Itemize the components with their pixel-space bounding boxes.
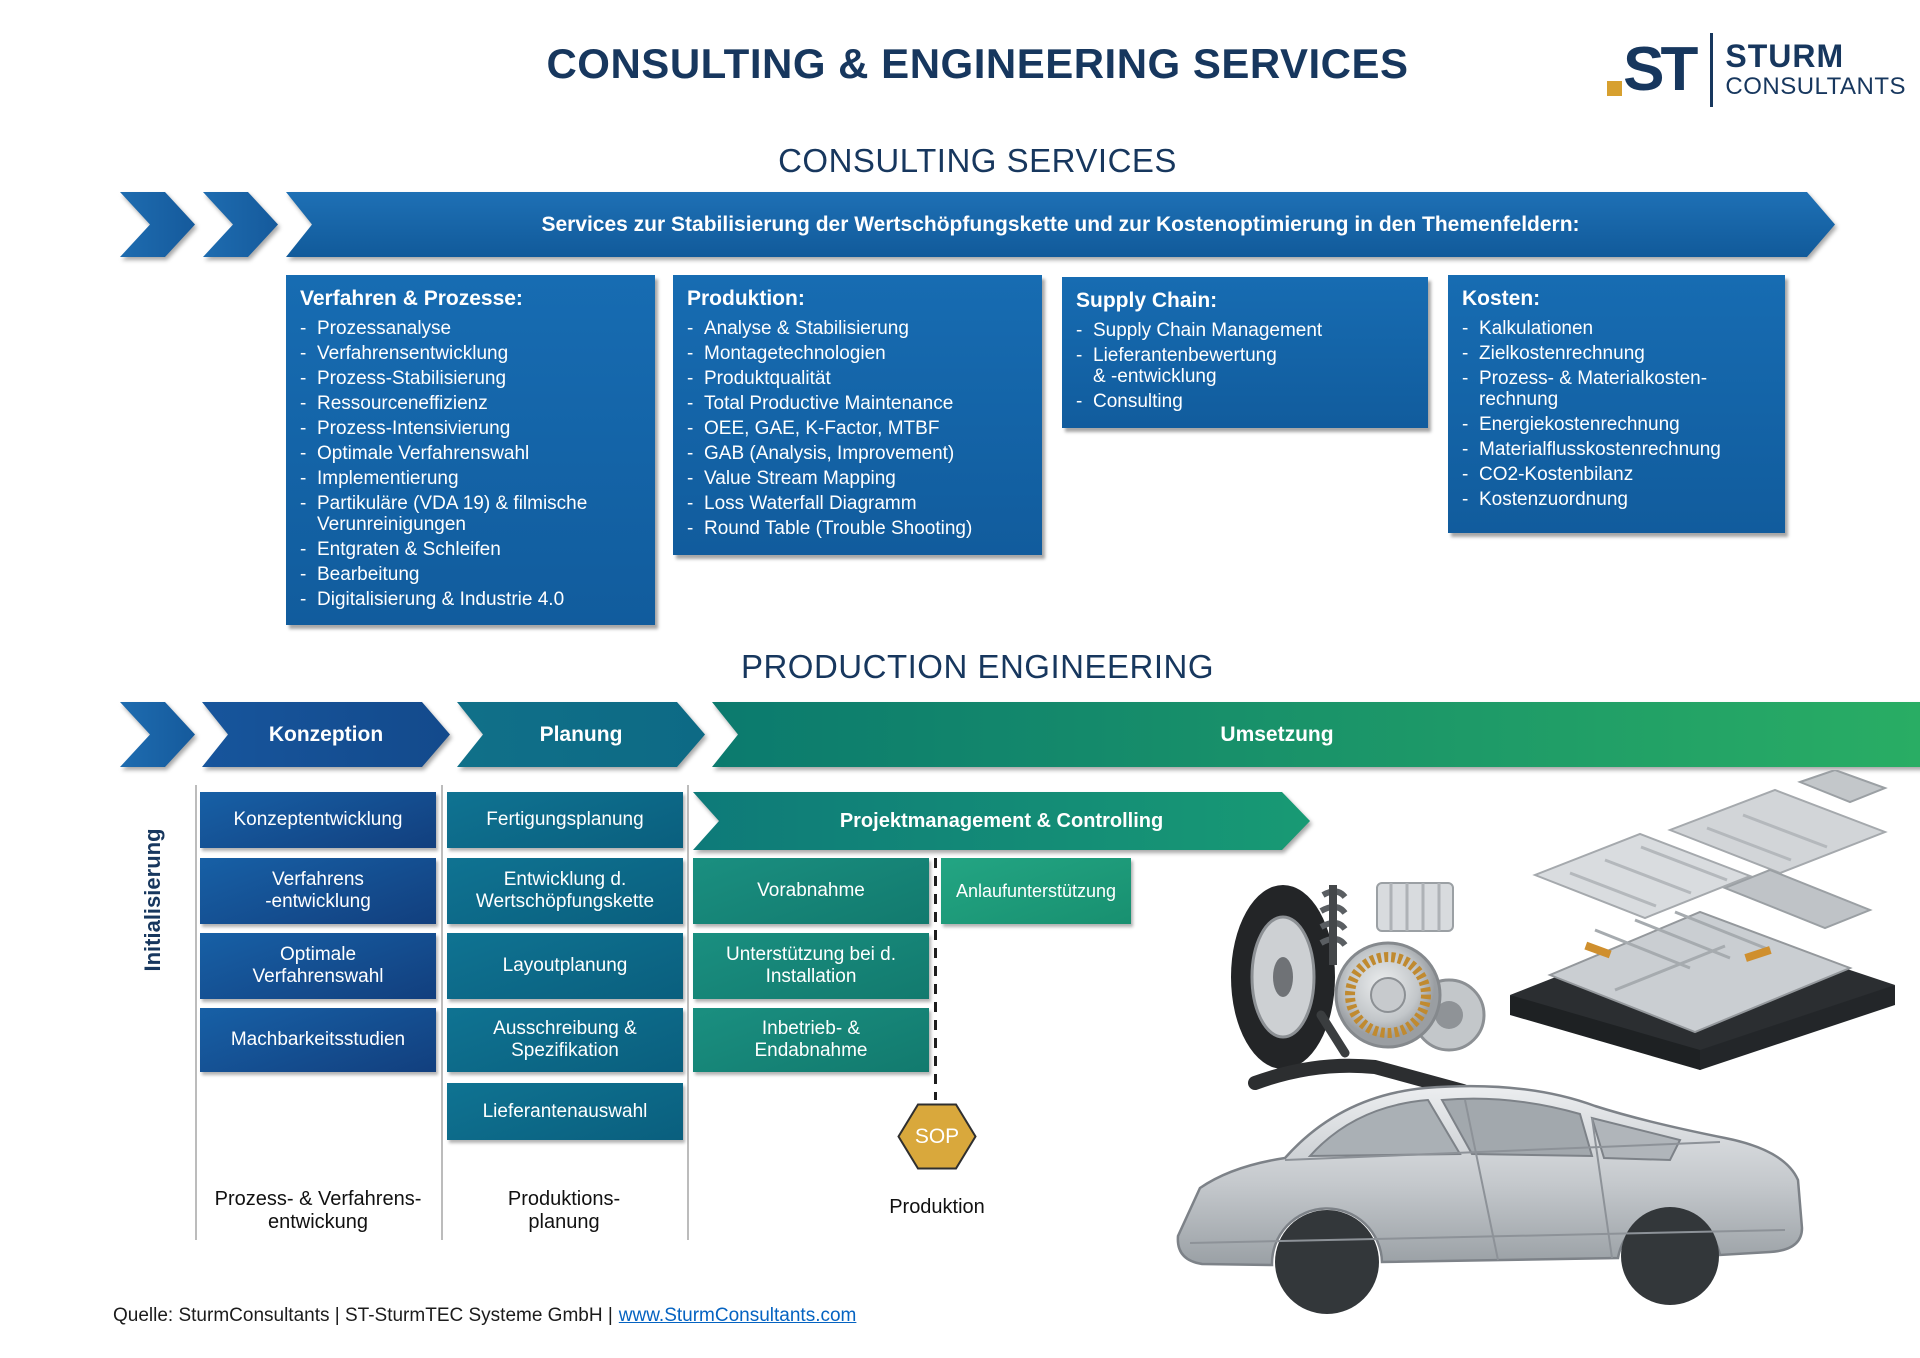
phase-label: Umsetzung: [1220, 722, 1334, 746]
list-item: CO2-Kostenbilanz: [1462, 464, 1771, 485]
konzeption-box: Machbarkeitsstudien: [200, 1008, 436, 1072]
bottom-label-produktion: Produktion: [889, 1196, 985, 1218]
phase-chevron: [120, 702, 195, 767]
phase-label: Konzeption: [268, 722, 384, 746]
box-kosten: Kosten: Kalkulationen Zielkostenrechnung…: [1448, 275, 1785, 533]
planung-box: Entwicklung d. Wertschöpfungskette: [447, 858, 683, 924]
sop-dashed-line: [934, 858, 937, 1100]
pm-arrow-label: Projektmanagement & Controlling: [839, 809, 1164, 832]
list-item: Energiekostenrechnung: [1462, 414, 1771, 435]
logo-wordmark: STURM CONSULTANTS: [1725, 38, 1906, 101]
battery-pack-image: [1510, 770, 1895, 1070]
source-note: Quelle: SturmConsultants | ST-SturmTEC S…: [113, 1305, 856, 1327]
list-item: Partikuläre (VDA 19) & filmische Verunre…: [300, 493, 641, 535]
sop-label: SOP: [914, 1124, 960, 1148]
box-supply-chain: Supply Chain: Supply Chain Management Li…: [1062, 277, 1428, 428]
page-title: CONSULTING & ENGINEERING SERVICES: [546, 40, 1409, 87]
sop-milestone: SOP: [897, 1103, 977, 1170]
banner-chevron-1: [120, 192, 195, 257]
list-item: Montagetechnologien: [687, 343, 1028, 364]
planung-box: Lieferantenauswahl: [447, 1083, 683, 1140]
umsetzung-box: Inbetrieb- & Endabnahme: [693, 1008, 929, 1072]
phase-label: Planung: [539, 722, 623, 746]
box-title: Supply Chain:: [1076, 289, 1218, 312]
konzeption-box: Konzeptentwicklung: [200, 792, 436, 848]
list-item: OEE, GAE, K-Factor, MTBF: [687, 418, 1028, 439]
box-title: Verfahren & Prozesse:: [300, 287, 523, 310]
box-produktion: Produktion: Analyse & Stabilisierung Mon…: [673, 275, 1042, 555]
phase-umsetzung: Umsetzung: [712, 702, 1842, 767]
logo-mark-text: ST: [1623, 35, 1698, 104]
column-divider: [195, 785, 197, 1240]
list-item: Supply Chain Management: [1076, 320, 1414, 341]
hexagon-icon: [897, 1103, 977, 1170]
drivetrain-image: [1231, 882, 1486, 1098]
box-title: Produktion:: [687, 287, 805, 310]
konzeption-box: Verfahrens -entwicklung: [200, 858, 436, 924]
list-item: Materialflusskostenrechnung: [1462, 439, 1771, 460]
gold-square-icon: [1607, 81, 1623, 96]
source-text: Quelle: SturmConsultants | ST-SturmTEC S…: [113, 1305, 613, 1326]
list-item: Value Stream Mapping: [687, 468, 1028, 489]
list-item: Implementierung: [300, 468, 641, 489]
bottom-label-prozess: Prozess- & Verfahrens- entwickung: [214, 1188, 422, 1233]
consulting-services-heading: CONSULTING SERVICES: [778, 142, 1177, 179]
list-item: Total Productive Maintenance: [687, 393, 1028, 414]
banner-text: Services zur Stabilisierung der Wertschö…: [541, 212, 1580, 236]
st-logo-mark: ST: [1605, 30, 1704, 110]
column-divider: [687, 785, 689, 1240]
list-item: Produktqualität: [687, 368, 1028, 389]
list-item: Loss Waterfall Diagramm: [687, 493, 1028, 514]
banner-chevron-2: [203, 192, 278, 257]
phase-planung: Planung: [457, 702, 705, 767]
list-item: Verfahrensentwicklung: [300, 343, 641, 364]
list-item: Optimale Verfahrenswahl: [300, 443, 641, 464]
umsetzung-box: Unterstützung bei d. Installation: [693, 933, 929, 999]
planung-box: Layoutplanung: [447, 933, 683, 999]
source-link[interactable]: www.SturmConsultants.com: [618, 1305, 857, 1326]
projektmanagement-arrow: Projektmanagement & Controlling: [693, 792, 1310, 850]
column-divider: [441, 785, 443, 1240]
initialisierung-label: Initialisierung: [140, 828, 165, 972]
logo-subname: CONSULTANTS: [1725, 73, 1906, 100]
konzeption-box: Optimale Verfahrenswahl: [200, 933, 436, 999]
list-item: Round Table (Trouble Shooting): [687, 518, 1028, 539]
list-item: Entgraten & Schleifen: [300, 539, 641, 560]
box-verfahren-prozesse: Verfahren & Prozesse: Prozessanalyse Ver…: [286, 275, 655, 625]
production-engineering-heading: PRODUCTION ENGINEERING: [740, 648, 1215, 685]
list-item: Kostenzuordnung: [1462, 489, 1771, 510]
list-item: Kalkulationen: [1462, 318, 1771, 339]
planung-box: Fertigungsplanung: [447, 792, 683, 848]
list-item: GAB (Analysis, Improvement): [687, 443, 1028, 464]
anlauf-box: Anlaufunterstützung: [941, 858, 1131, 924]
list-item: Bearbeitung: [300, 564, 641, 585]
list-item: Ressourceneffizienz: [300, 393, 641, 414]
list-item: Lieferantenbewertung & -entwicklung: [1076, 345, 1414, 387]
list-item: Prozess- & Materialkosten- rechnung: [1462, 368, 1771, 410]
list-item: Digitalisierung & Industrie 4.0: [300, 589, 641, 610]
list-item: Prozess-Stabilisierung: [300, 368, 641, 389]
car-body-image: [1176, 1084, 1804, 1314]
list-item: Consulting: [1076, 391, 1414, 412]
umsetzung-box: Vorabnahme: [693, 858, 929, 924]
bottom-label-produktionsplanung: Produktions- planung: [507, 1188, 621, 1233]
logo-divider: [1710, 33, 1714, 107]
planung-box: Ausschreibung & Spezifikation: [447, 1008, 683, 1072]
consulting-banner: Services zur Stabilisierung der Wertschö…: [286, 192, 1835, 257]
list-item: Zielkostenrechnung: [1462, 343, 1771, 364]
box-title: Kosten:: [1462, 287, 1541, 310]
list-item: Analyse & Stabilisierung: [687, 318, 1028, 339]
logo-name: STURM: [1725, 38, 1845, 74]
sturm-consultants-logo: ST STURM CONSULTANTS: [1605, 30, 1906, 110]
list-item: Prozessanalyse: [300, 318, 641, 339]
list-item: Prozess-Intensivierung: [300, 418, 641, 439]
phase-konzeption: Konzeption: [202, 702, 450, 767]
